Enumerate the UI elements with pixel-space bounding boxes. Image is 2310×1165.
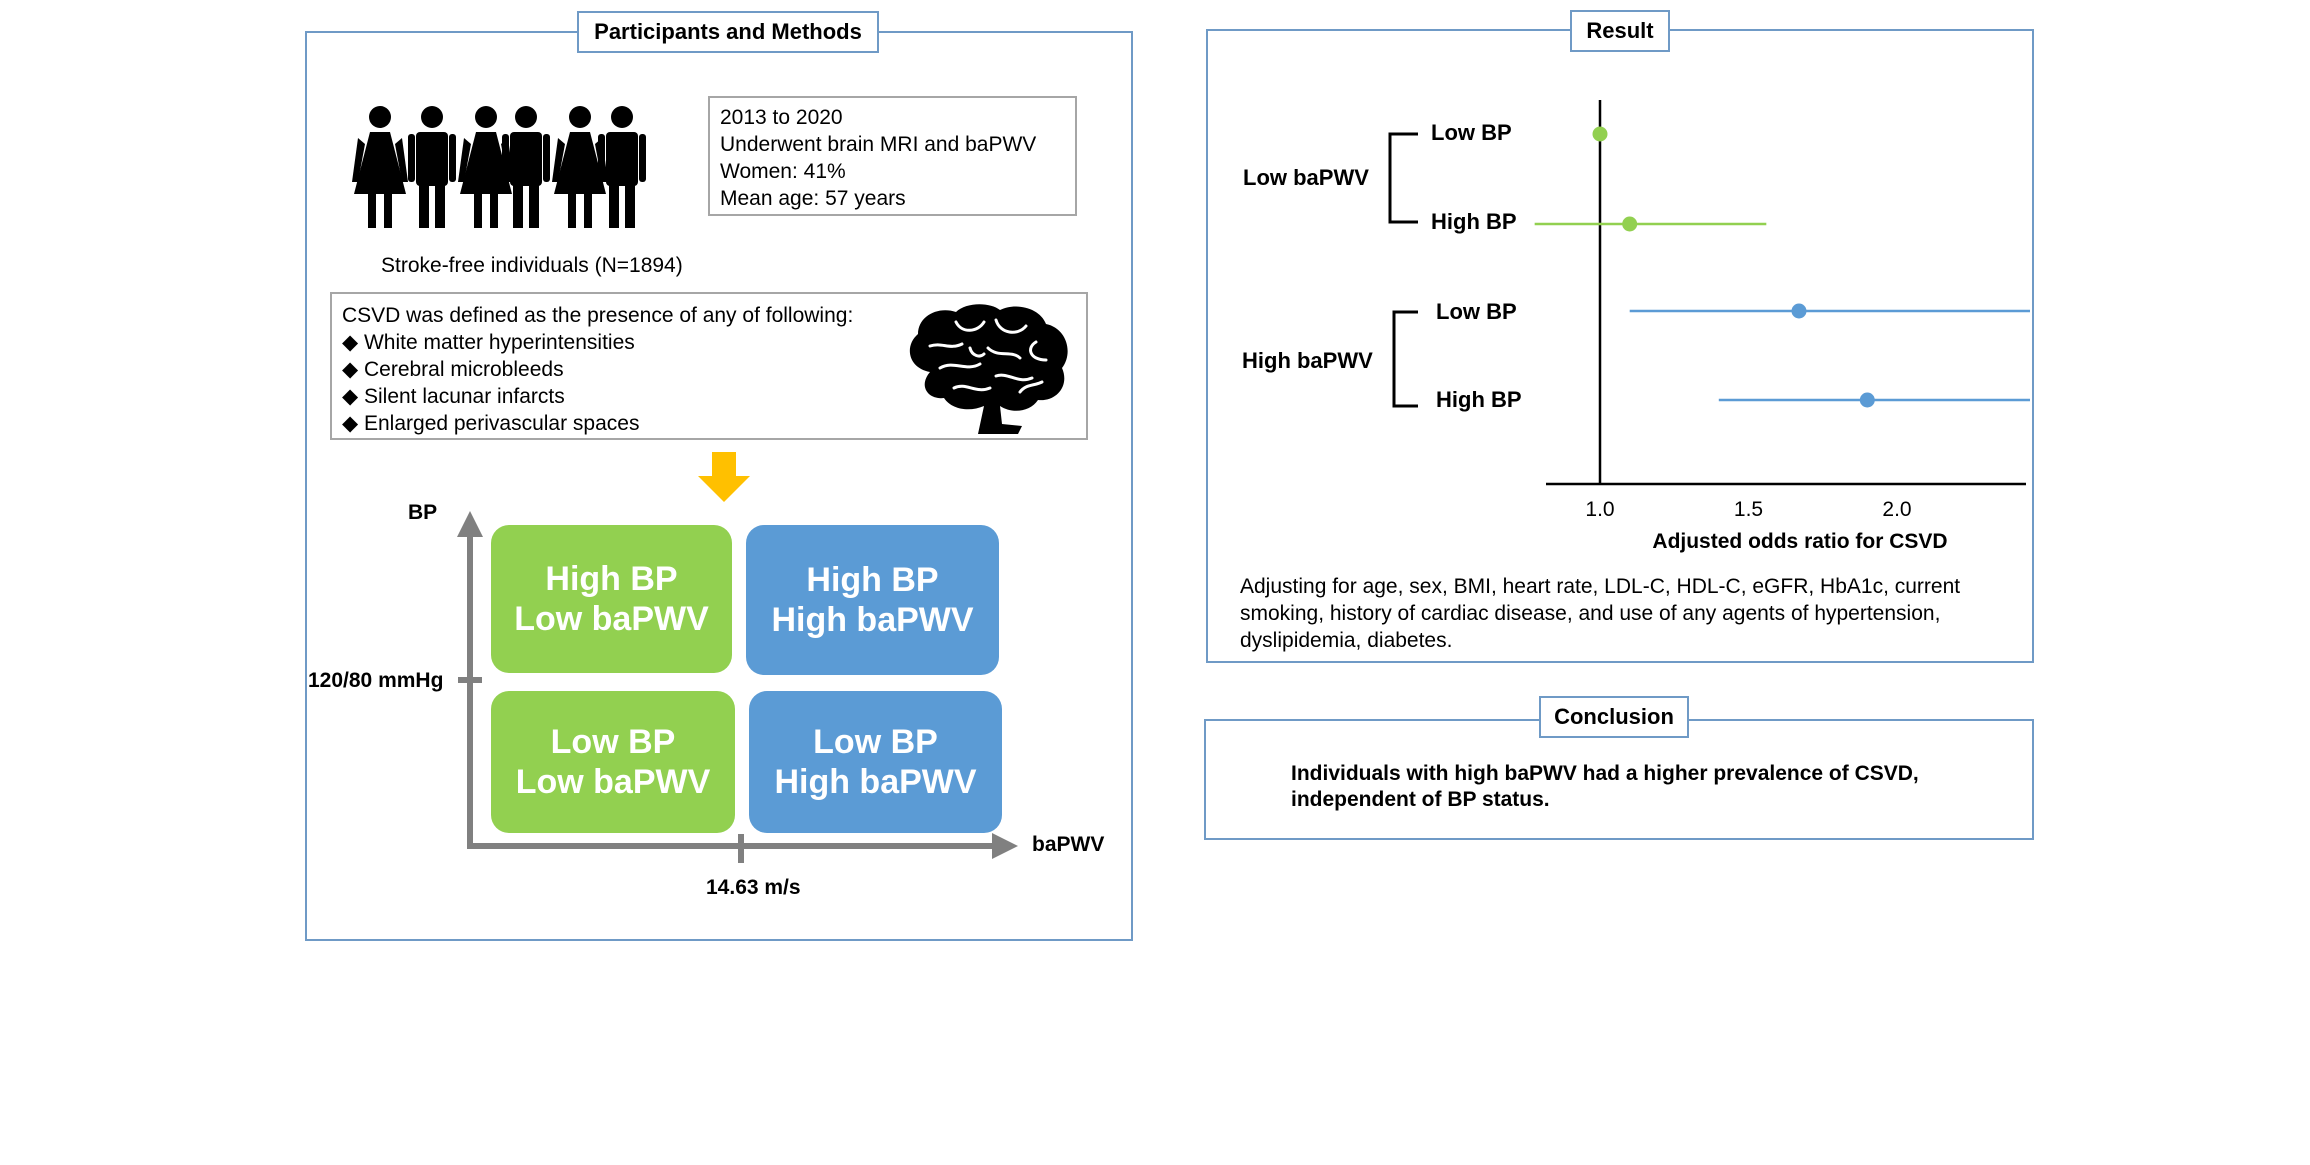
x-tick-label: 2.0 — [1882, 498, 1911, 521]
cohort-label: Stroke-free individuals (N=1894) — [381, 254, 683, 277]
conclusion-text-line1: Individuals with high baPWV had a higher… — [1291, 762, 1919, 785]
odds-ratio-point — [1622, 216, 1638, 232]
y-threshold-label: 120/80 mmHg — [308, 669, 444, 692]
adjusting-note: Adjusting for age, sex, BMI, heart rate,… — [1240, 575, 1961, 652]
x-threshold-label: 14.63 m/s — [706, 876, 801, 899]
x-axis-title: Adjusted odds ratio for CSVD — [1652, 530, 1947, 553]
result-panel — [1206, 29, 2034, 663]
y-axis-label: BP — [408, 501, 438, 524]
csvd-item: ◆ Cerebral microbleeds — [342, 358, 564, 381]
down-arrow-icon — [698, 452, 750, 502]
study-years: 2013 to 2020 — [720, 106, 843, 129]
csvd-intro: CSVD was defined as the presence of any … — [342, 304, 854, 327]
x-tick-label: 1.0 — [1585, 498, 1614, 521]
odds-ratio-point — [1592, 126, 1608, 142]
odds-ratio-point — [1791, 303, 1807, 319]
row-label-high-bapwv-low-bp: Low BP — [1436, 299, 1517, 324]
quadrant-high-bp-low-bapwv: High BP Low baPWV — [491, 525, 732, 673]
x-tick-label: 1.5 — [1734, 498, 1763, 521]
csvd-item: ◆ Silent lacunar infarcts — [342, 385, 565, 408]
csvd-item: ◆ Enlarged perivascular spaces — [342, 412, 640, 435]
odds-ratio-point — [1859, 392, 1875, 408]
x-axis-label: baPWV — [1032, 833, 1105, 856]
group-label-high-bapwv: High baPWV — [1242, 348, 1373, 373]
study-info-box: 2013 to 2020 Underwent brain MRI and baP… — [708, 96, 1077, 216]
study-women: Women: 41% — [720, 160, 846, 183]
quadrant-low-bp-low-bapwv: Low BP Low baPWV — [491, 691, 735, 833]
quadrant-low-bp-high-bapwv: Low BP High baPWV — [749, 691, 1002, 833]
group-label-low-bapwv: Low baPWV — [1243, 165, 1369, 190]
people-icon — [352, 106, 646, 228]
forest-plot: 1.01.52.02.5 Adjusted odds ratio for CSV… — [1534, 100, 2030, 553]
group-brackets — [1388, 132, 1418, 408]
row-label-low-bapwv-low-bp: Low BP — [1431, 120, 1512, 145]
csvd-item: ◆ White matter hyperintensities — [342, 331, 635, 354]
conclusion-title: Conclusion — [1539, 696, 1689, 738]
conclusion-text-line2: independent of BP status. — [1291, 788, 1550, 811]
study-mean-age: Mean age: 57 years — [720, 187, 906, 210]
row-label-high-bapwv-high-bp: High BP — [1436, 387, 1522, 412]
brain-icon — [909, 304, 1068, 434]
csvd-definition-box: CSVD was defined as the presence of any … — [330, 292, 1088, 440]
row-label-low-bapwv-high-bp: High BP — [1431, 209, 1517, 234]
quadrant-axes — [457, 511, 1018, 863]
participants-methods-title: Participants and Methods — [577, 11, 879, 53]
result-title: Result — [1570, 10, 1670, 52]
conclusion-panel — [1204, 719, 2034, 840]
study-procedure: Underwent brain MRI and baPWV — [720, 133, 1037, 156]
quadrant-high-bp-high-bapwv: High BP High baPWV — [746, 525, 999, 675]
